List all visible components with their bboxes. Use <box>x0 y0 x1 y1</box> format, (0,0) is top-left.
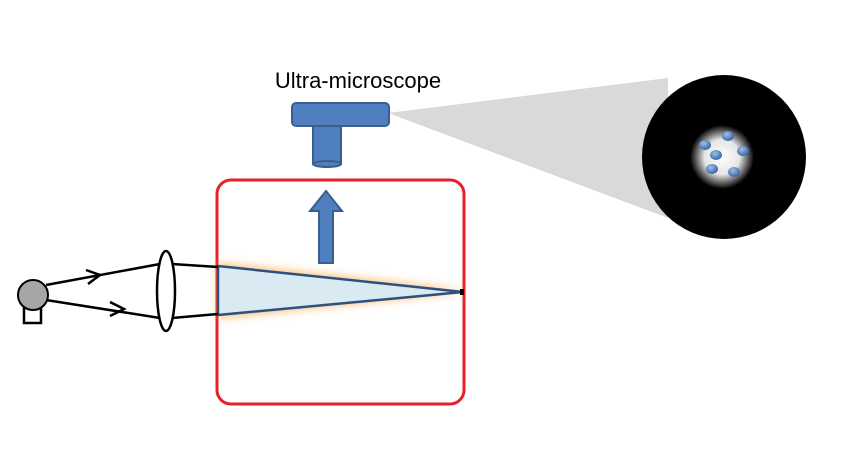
particle-icon <box>722 131 734 141</box>
particle-icon <box>710 150 722 160</box>
particle-icon <box>737 146 749 156</box>
particle-icon <box>699 140 711 150</box>
magnified-view <box>642 75 806 239</box>
light-rays <box>45 262 219 320</box>
microscope-icon <box>291 102 390 168</box>
lamp-icon <box>17 279 49 325</box>
microscope-label: Ultra-microscope <box>275 68 441 93</box>
particle-icon <box>728 167 740 177</box>
arrow-up-icon <box>307 189 345 264</box>
lens-icon <box>155 249 177 333</box>
particle-icon <box>706 164 718 174</box>
light-beam <box>216 264 464 317</box>
view-cone <box>388 78 668 218</box>
